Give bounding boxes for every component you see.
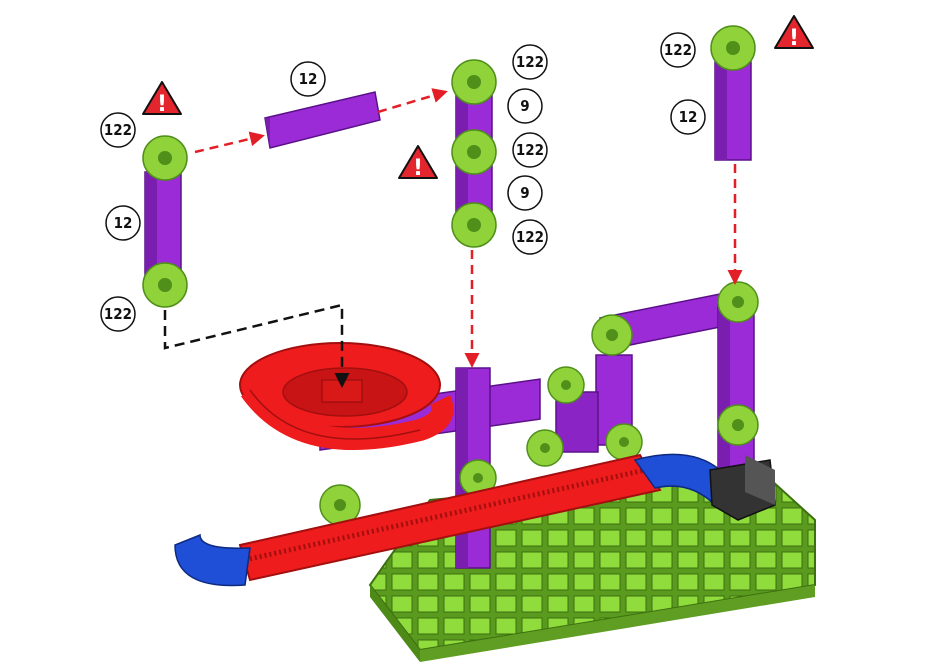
subassembly-d <box>711 26 755 160</box>
subassembly-c <box>452 60 496 247</box>
badge-b-top: 12 <box>291 62 325 96</box>
svg-text:122: 122 <box>516 53 544 71</box>
svg-text:122: 122 <box>104 121 132 139</box>
badge-c-5: 122 <box>513 220 547 254</box>
svg-text:122: 122 <box>104 305 132 323</box>
badge-c-2: 9 <box>508 89 542 123</box>
subassembly-a <box>143 136 187 307</box>
warning-icon: ! <box>399 146 437 181</box>
part-number-badges: 122 12 122 12 122 9 122 9 <box>101 33 705 331</box>
badge-d-mid: 12 <box>671 100 705 134</box>
svg-text:12: 12 <box>299 70 318 88</box>
badge-a-top: 122 <box>101 113 135 147</box>
svg-text:122: 122 <box>664 41 692 59</box>
svg-text:!: ! <box>157 92 167 117</box>
warning-icon: ! <box>143 82 181 117</box>
arrow-a-to-b <box>195 136 262 152</box>
svg-text:12: 12 <box>679 108 698 126</box>
svg-text:!: ! <box>413 156 423 181</box>
svg-text:!: ! <box>789 26 799 51</box>
svg-text:9: 9 <box>520 184 529 202</box>
badge-c-3: 122 <box>513 133 547 167</box>
badge-c-4: 9 <box>508 176 542 210</box>
svg-text:9: 9 <box>520 97 529 115</box>
badge-a-bottom: 122 <box>101 297 135 331</box>
svg-text:12: 12 <box>114 214 133 232</box>
arrow-b-to-c <box>378 92 445 112</box>
badge-a-mid: 12 <box>106 206 140 240</box>
warning-icon: ! <box>775 16 813 51</box>
svg-text:122: 122 <box>516 141 544 159</box>
svg-text:122: 122 <box>516 228 544 246</box>
subassembly-b <box>265 92 380 148</box>
badge-c-1: 122 <box>513 45 547 79</box>
badge-d-top: 122 <box>661 33 695 67</box>
